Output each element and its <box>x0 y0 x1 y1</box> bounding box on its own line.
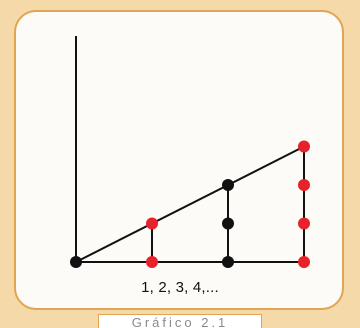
dot-black-col3-2 <box>222 217 234 230</box>
dot-red-col2-2 <box>146 217 158 230</box>
dot-black-col3-3 <box>222 179 234 191</box>
dot-black-col1-1 <box>70 256 82 268</box>
diagram-lines <box>75 36 305 263</box>
dot-red-col2-1 <box>146 256 158 268</box>
figure-caption: Gráfico 2.1 <box>98 314 262 328</box>
dot-red-col4-3 <box>298 179 310 191</box>
dot-red-col4-1 <box>298 256 310 268</box>
dot-red-col4-4 <box>298 140 310 153</box>
dot-black-col3-1 <box>222 256 234 268</box>
dot-red-col4-2 <box>298 217 310 230</box>
diagram-dots <box>70 140 310 268</box>
figure-card <box>14 10 344 310</box>
sequence-label: 1, 2, 3, 4,... <box>141 279 219 296</box>
diagonal-line <box>75 145 305 263</box>
